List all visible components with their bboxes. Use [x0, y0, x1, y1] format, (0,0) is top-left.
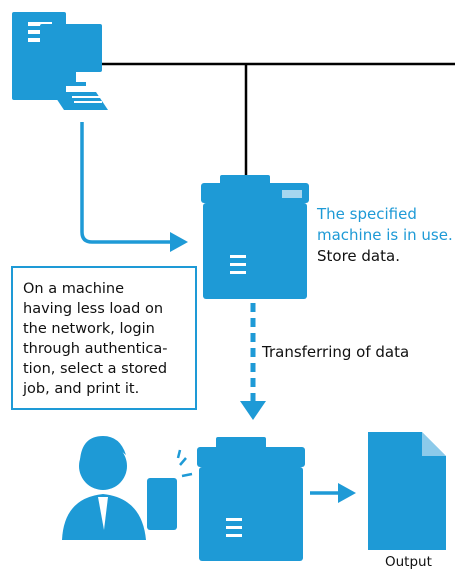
- status-line-1: The specified: [317, 205, 417, 223]
- note-line-2: having less load on: [23, 301, 164, 317]
- printer-icon: [201, 175, 309, 299]
- note-line-6: job, and print it.: [23, 381, 140, 397]
- note-line-5: tion, select a stored: [23, 361, 168, 377]
- status-line-3: Store data.: [317, 247, 400, 265]
- output-arrow: [310, 483, 356, 503]
- note-line-1: On a machine: [23, 281, 125, 297]
- card-reader-icon: [147, 449, 193, 530]
- printer-icon: [197, 437, 305, 561]
- document-icon: [368, 432, 446, 550]
- status-line-2: machine is in use.: [317, 226, 453, 244]
- instruction-note: On a machine having less load on the net…: [11, 266, 197, 410]
- computer-icon: [12, 12, 108, 110]
- transfer-label: Transferring of data: [262, 343, 410, 361]
- transfer-arrow: [240, 303, 266, 420]
- user-icon: [62, 436, 146, 540]
- note-line-4: through authentica-: [23, 341, 168, 357]
- output-label: Output: [385, 554, 432, 570]
- note-line-3: the network, login: [23, 321, 155, 337]
- network-lines: [82, 62, 455, 183]
- arrow-icon: [80, 122, 188, 252]
